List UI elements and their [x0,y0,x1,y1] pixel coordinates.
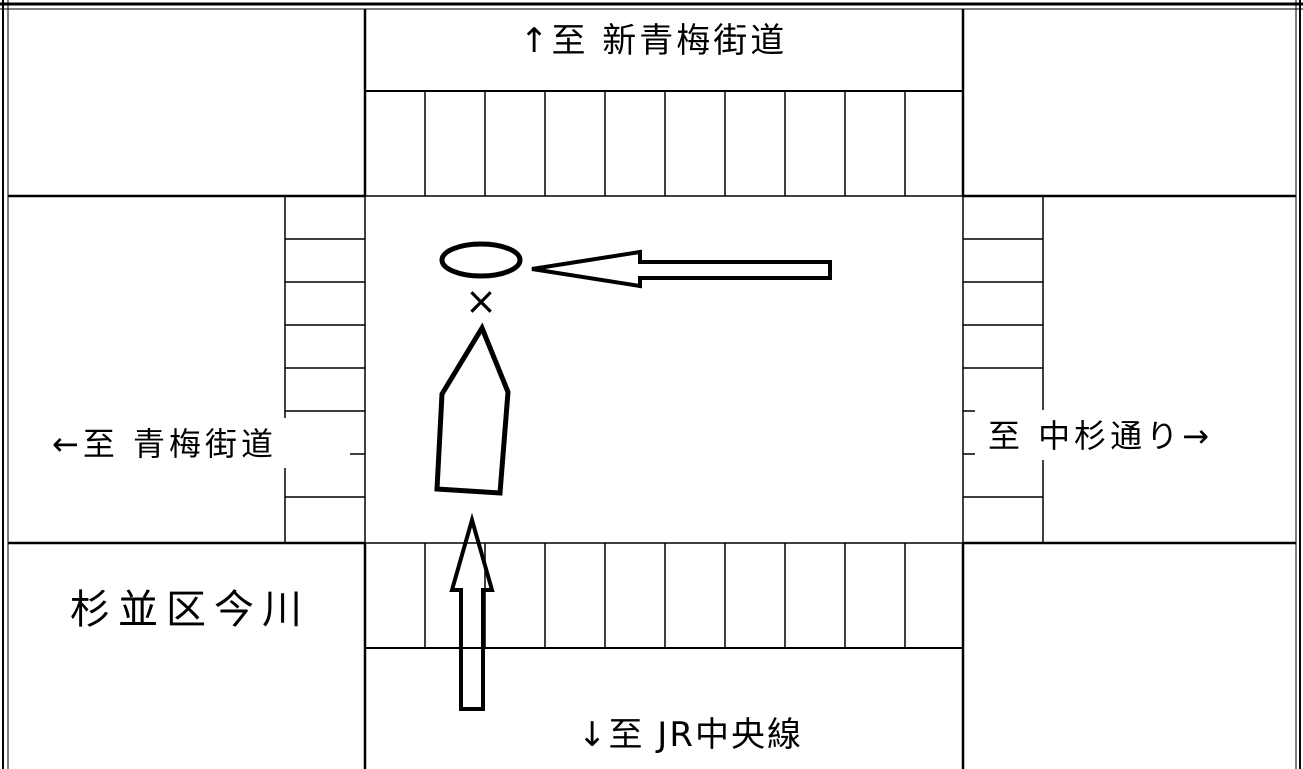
pedestrian-marker [439,241,523,279]
pedestrian-direction-arrow [531,249,832,289]
vehicle-direction-arrow [449,512,495,711]
crosswalk-west [284,196,366,543]
direction-label-west: ←至 青梅街道 [52,425,277,463]
road-outlines [8,9,1296,769]
collision-cross-icon: × [465,279,497,323]
crosswalk-east [962,196,1044,543]
direction-label-north: ↑至 新青梅街道 [520,21,788,61]
direction-label-east: 至 中杉通り→ [988,417,1213,455]
area-name-label: 杉並区今川 [70,587,310,633]
direction-label-south: ↓至 JR中央線 [578,715,803,755]
label-patches [40,410,1285,468]
vehicle-icon [434,322,511,496]
crosswalk-south [365,542,963,649]
crosswalk-north [365,90,963,197]
